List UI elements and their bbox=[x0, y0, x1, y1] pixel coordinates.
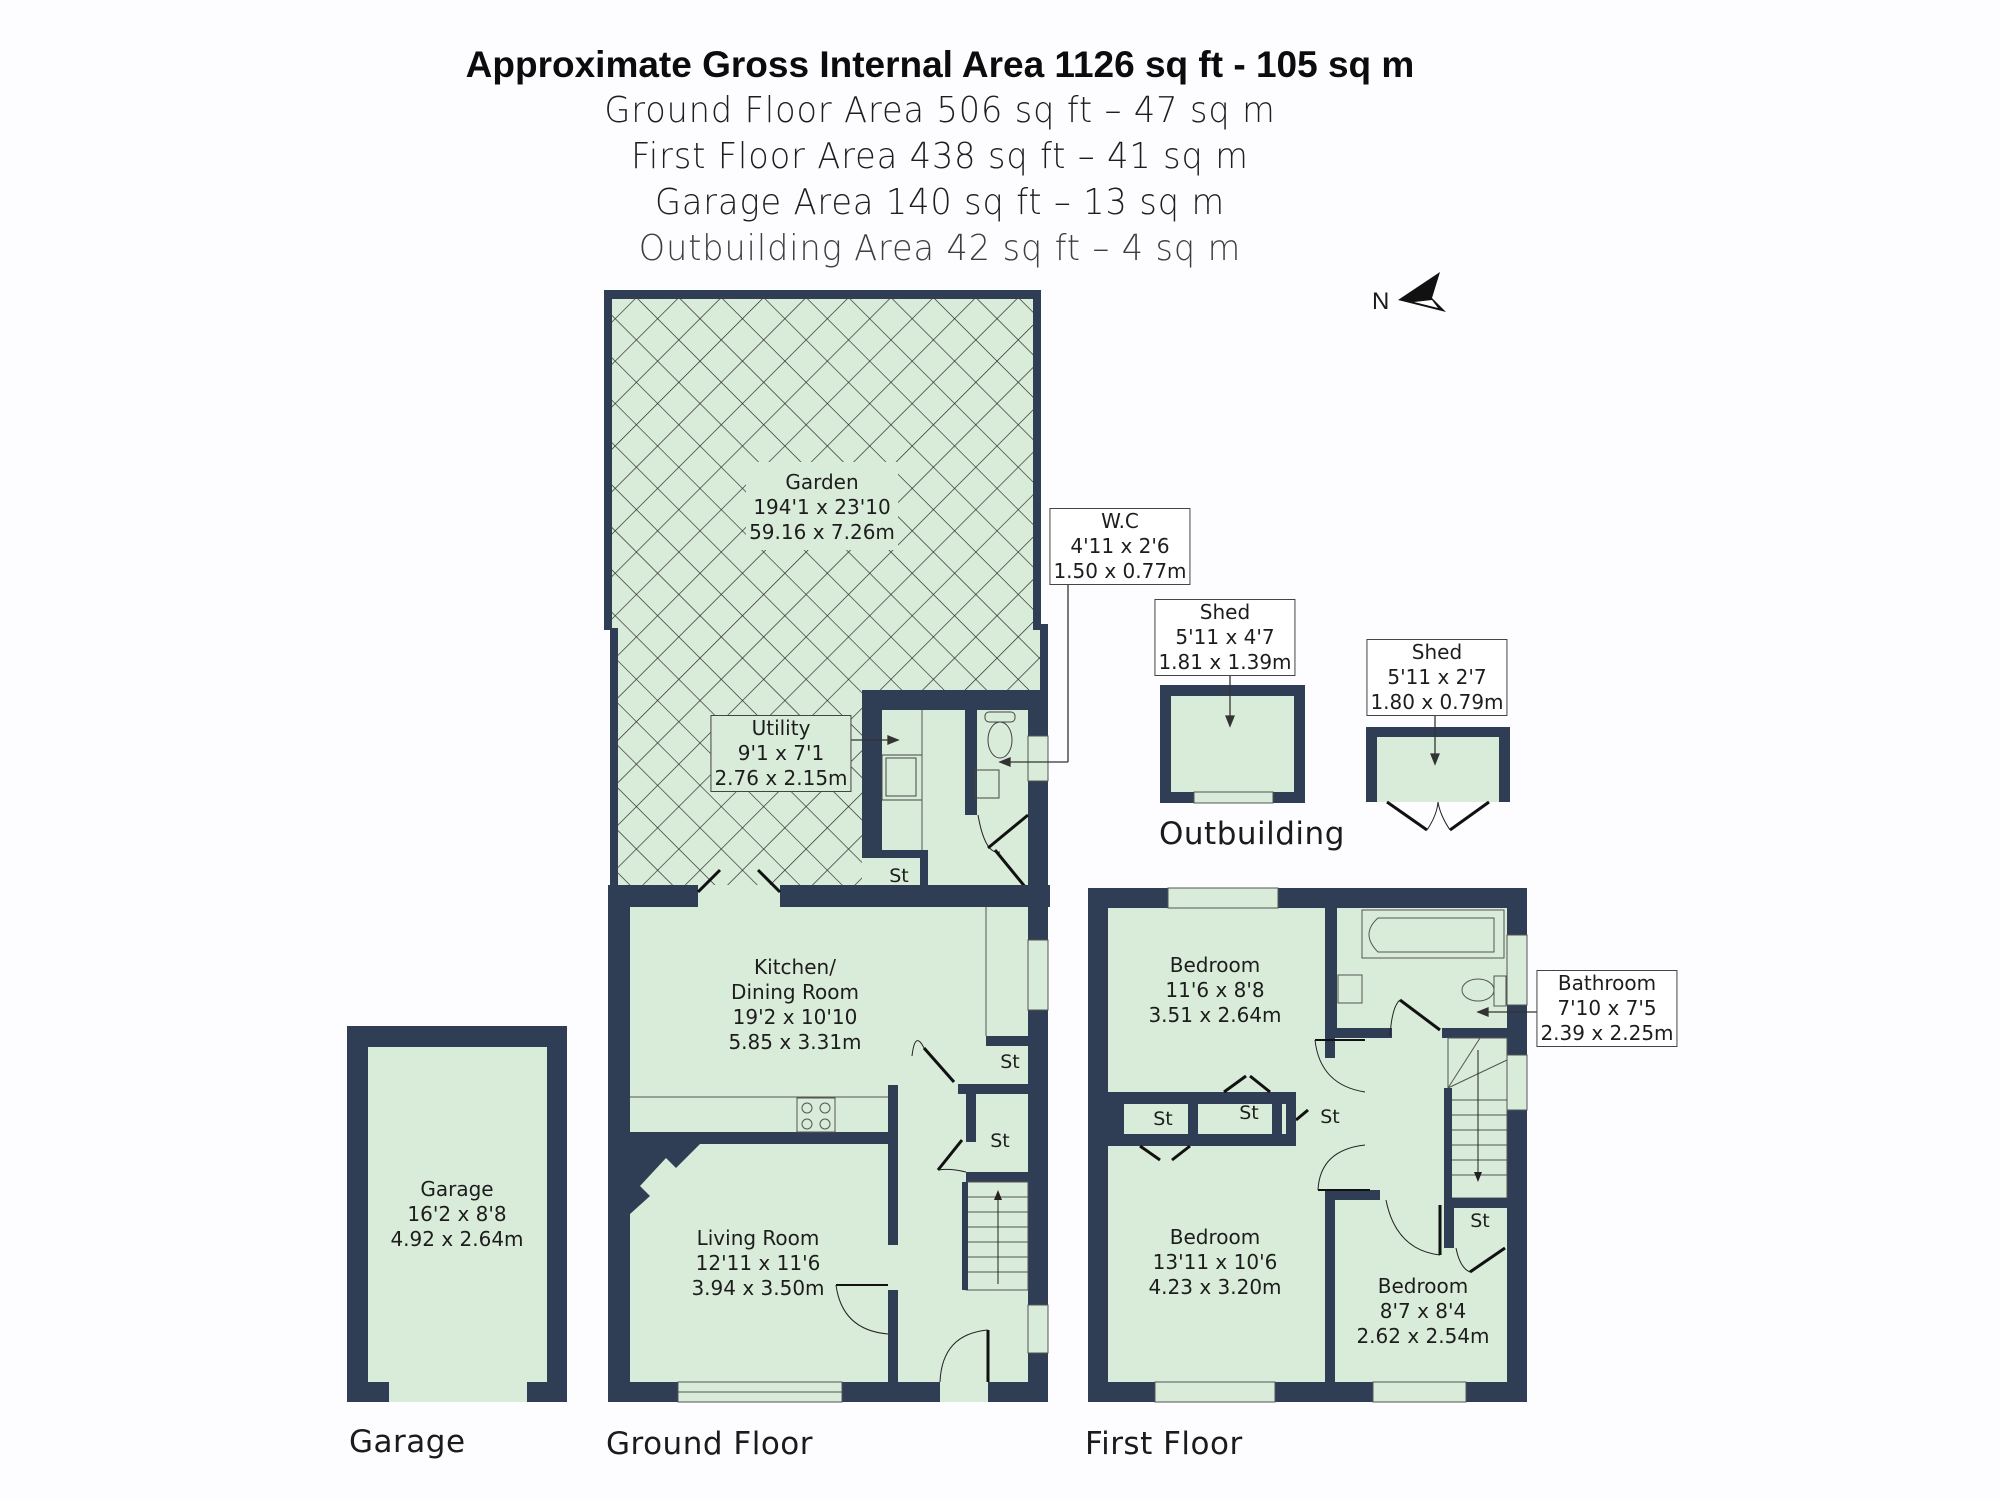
garden-area bbox=[604, 290, 1048, 890]
room-name: Bedroom bbox=[1169, 953, 1261, 977]
room-name: Shed bbox=[1199, 600, 1251, 624]
room-garage: Garage 16'2 x 8'8 4.92 x 2.64m bbox=[390, 1177, 523, 1252]
room-name: Kitchen/ bbox=[754, 955, 836, 979]
storage-hall: St bbox=[990, 1130, 1010, 1152]
room-dim-imperial: 4'11 x 2'6 bbox=[1070, 534, 1170, 558]
floor-label-ground: Ground Floor bbox=[606, 1426, 814, 1462]
outbuilding-area: Outbuilding Area 42 sq ft – 4 sq m bbox=[638, 228, 1242, 269]
storage-first-4: St bbox=[1470, 1210, 1490, 1232]
first-floor-plan bbox=[1088, 887, 1528, 1403]
room-bedroom-3: Bedroom 8'7 x 8'4 2.62 x 2.54m bbox=[1356, 1274, 1489, 1349]
storage-first-2: St bbox=[1239, 1102, 1259, 1124]
ground-floor-area: Ground Floor Area 506 sq ft – 47 sq m bbox=[604, 90, 1276, 131]
room-dim-metric: 4.92 x 2.64m bbox=[390, 1227, 524, 1251]
floor-label-garage: Garage bbox=[349, 1424, 466, 1460]
room-bedroom-1: Bedroom 11'6 x 8'8 3.51 x 2.64m bbox=[1148, 953, 1281, 1028]
room-name: Dining Room bbox=[731, 980, 859, 1004]
room-dim-metric: 4.23 x 3.20m bbox=[1148, 1275, 1282, 1299]
north-label: N bbox=[1372, 288, 1390, 315]
room-shed-1: Shed 5'11 x 4'7 1.81 x 1.39m bbox=[1154, 599, 1296, 676]
room-kitchen-dining: Kitchen/ Dining Room 19'2 x 10'10 5.85 x… bbox=[728, 955, 861, 1055]
room-name: Living Room bbox=[696, 1226, 820, 1250]
floor-label-outbuilding: Outbuilding bbox=[1159, 816, 1345, 852]
room-dim-imperial: 11'6 x 8'8 bbox=[1165, 978, 1265, 1002]
room-dim-imperial: 9'1 x 7'1 bbox=[737, 741, 825, 765]
room-dim-metric: 1.81 x 1.39m bbox=[1158, 650, 1292, 674]
room-dim-metric: 2.76 x 2.15m bbox=[714, 766, 848, 790]
room-wc: W.C 4'11 x 2'6 1.50 x 0.77m bbox=[1049, 508, 1191, 585]
room-dim-metric: 2.39 x 2.25m bbox=[1540, 1021, 1674, 1045]
room-dim-imperial: 8'7 x 8'4 bbox=[1379, 1299, 1467, 1323]
room-name: W.C bbox=[1101, 509, 1139, 533]
room-dim-metric: 5.85 x 3.31m bbox=[728, 1030, 862, 1054]
room-dim-metric: 2.62 x 2.54m bbox=[1356, 1324, 1490, 1348]
storage-first-3: St bbox=[1320, 1106, 1340, 1128]
room-dim-metric: 59.16 x 7.26m bbox=[749, 520, 895, 544]
utility-wc-block bbox=[862, 690, 1049, 890]
room-name: Shed bbox=[1411, 640, 1463, 664]
room-dim-imperial: 194'1 x 23'10 bbox=[753, 495, 891, 519]
room-bathroom: Bathroom 7'10 x 7'5 2.39 x 2.25m bbox=[1536, 970, 1678, 1047]
gross-area-title: Approximate Gross Internal Area 1126 sq … bbox=[465, 44, 1415, 85]
room-name: Bedroom bbox=[1377, 1274, 1469, 1298]
room-dim-imperial: 16'2 x 8'8 bbox=[407, 1202, 507, 1226]
room-dim-imperial: 19'2 x 10'10 bbox=[732, 1005, 858, 1029]
room-garden: Garden 194'1 x 23'10 59.16 x 7.26m bbox=[749, 470, 895, 545]
storage-kitchen: St bbox=[1000, 1051, 1020, 1073]
north-arrow-icon bbox=[1398, 272, 1446, 312]
floor-label-first: First Floor bbox=[1085, 1426, 1243, 1462]
garage-plan bbox=[347, 1026, 567, 1402]
storage-first-1: St bbox=[1153, 1108, 1173, 1130]
room-shed-2: Shed 5'11 x 2'7 1.80 x 0.79m bbox=[1366, 639, 1508, 716]
room-dim-imperial: 5'11 x 4'7 bbox=[1175, 625, 1275, 649]
room-name: Garage bbox=[420, 1177, 494, 1201]
room-dim-metric: 1.80 x 0.79m bbox=[1370, 690, 1504, 714]
room-dim-imperial: 5'11 x 2'7 bbox=[1387, 665, 1487, 689]
room-dim-imperial: 12'11 x 11'6 bbox=[695, 1251, 821, 1275]
garage-area: Garage Area 140 sq ft – 13 sq m bbox=[654, 182, 1226, 223]
leader-lines bbox=[848, 585, 1540, 1017]
room-dim-imperial: 13'11 x 10'6 bbox=[1152, 1250, 1278, 1274]
room-name: Bedroom bbox=[1169, 1225, 1261, 1249]
storage-utility: St bbox=[889, 865, 909, 887]
room-living: Living Room 12'11 x 11'6 3.94 x 3.50m bbox=[691, 1226, 824, 1301]
ground-floor-plan bbox=[608, 868, 1050, 1403]
room-name: Bathroom bbox=[1557, 971, 1657, 995]
room-utility: Utility 9'1 x 7'1 2.76 x 2.15m bbox=[710, 715, 852, 792]
room-dim-metric: 3.94 x 3.50m bbox=[691, 1276, 825, 1300]
room-name: Garden bbox=[785, 470, 859, 494]
room-dim-metric: 3.51 x 2.64m bbox=[1148, 1003, 1282, 1027]
room-dim-metric: 1.50 x 0.77m bbox=[1053, 559, 1187, 583]
outbuilding-plan bbox=[1160, 685, 1510, 832]
first-floor-area: First Floor Area 438 sq ft – 41 sq m bbox=[631, 136, 1249, 177]
room-bedroom-2: Bedroom 13'11 x 10'6 4.23 x 3.20m bbox=[1148, 1225, 1281, 1300]
room-name: Utility bbox=[751, 716, 811, 740]
room-dim-imperial: 7'10 x 7'5 bbox=[1557, 996, 1657, 1020]
